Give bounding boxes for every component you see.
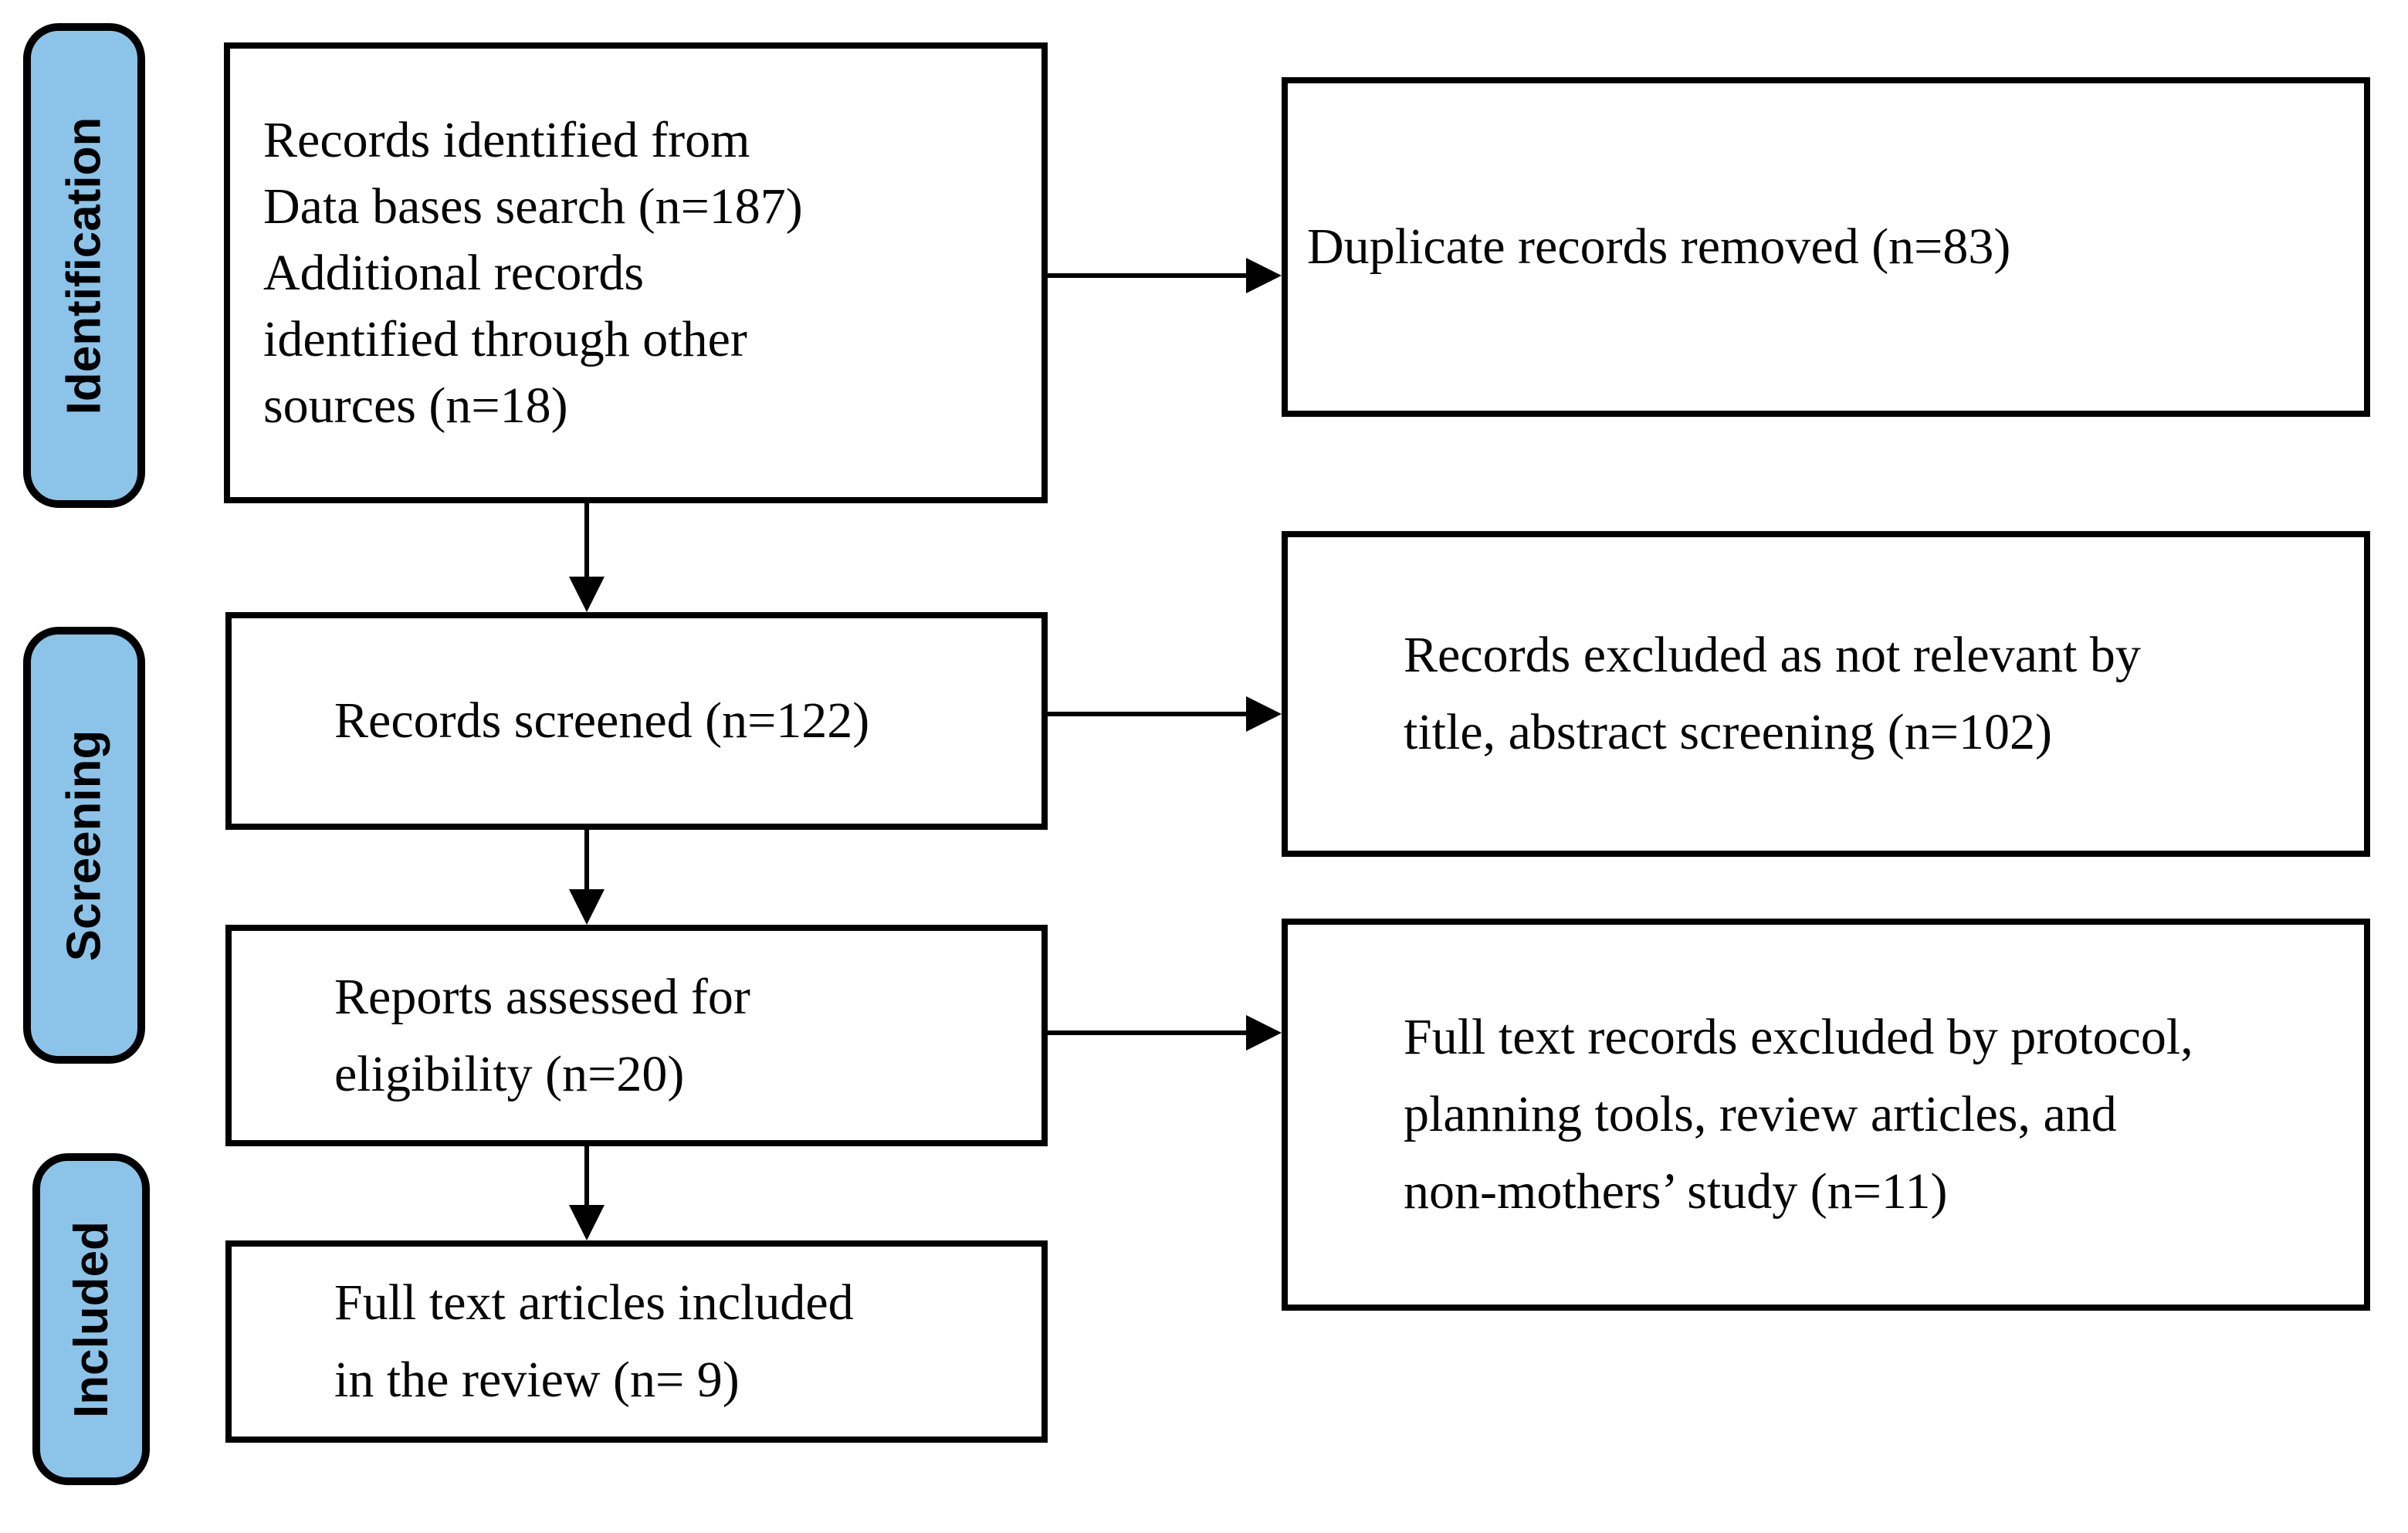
arrow-head [1246,258,1282,293]
box-records-identified: Records identified from Data bases searc… [224,42,1048,503]
box-fulltext-excluded: Full text records excluded by protocol, … [1282,919,2370,1311]
arrow-head [569,889,605,925]
box-text-line: sources (n=18) [263,377,568,434]
arrow-shaft [1048,1030,1249,1035]
stage-screening-label: Screening [57,729,111,961]
stage-identification: Identification [23,23,145,508]
box-text-line: identified through other [263,310,747,367]
box-records-excluded: Records excluded as not relevant by titl… [1282,531,2370,857]
box-fulltext-included: Full text articles included in the revie… [225,1240,1048,1443]
arrow-shaft [584,830,589,892]
arrow-shaft [584,1146,589,1208]
down-arrow-icon [569,830,605,925]
arrow-shaft [584,503,589,580]
box-text-line: non-mothers’ study (n=11) [1404,1163,1948,1220]
stage-identification-label: Identification [57,117,111,415]
down-arrow-icon [569,1146,605,1240]
box-text-line: Records excluded as not relevant by [1404,627,2141,683]
box-text-line: Reports assessed for [334,968,750,1025]
arrow-head [1246,696,1282,732]
box-text-line: title, abstract screening (n=102) [1404,704,2052,760]
right-arrow-icon [1048,258,1282,293]
box-text-line: Full text articles included [334,1274,854,1331]
arrow-head [569,577,605,612]
box-text-line: Data bases search (n=187) [263,178,803,235]
box-text-line: Records screened (n=122) [334,692,870,749]
box-text-line: Additional records [263,244,645,301]
box-text-line: eligibility (n=20) [334,1045,685,1102]
arrow-head [569,1205,605,1240]
box-duplicates-removed: Duplicate records removed (n=83) [1282,77,2370,417]
box-text-line: Records identified from [263,111,750,168]
box-text-line: Full text records excluded by protocol, [1404,1009,2193,1065]
arrow-head [1246,1015,1282,1051]
stage-included-label: Included [64,1220,118,1418]
down-arrow-icon [569,503,605,612]
box-text-line: Duplicate records removed (n=83) [1307,218,2011,275]
box-records-screened: Records screened (n=122) [225,612,1048,830]
box-text-line: in the review (n= 9) [334,1352,740,1408]
stage-included: Included [32,1153,150,1485]
box-reports-assessed: Reports assessed for eligibility (n=20) [225,925,1048,1146]
box-text-line: planning tools, review articles, and [1404,1086,2117,1142]
stage-screening: Screening [23,627,145,1064]
right-arrow-icon [1048,1015,1282,1051]
arrow-shaft [1048,712,1249,716]
arrow-shaft [1048,273,1249,278]
right-arrow-icon [1048,696,1282,732]
